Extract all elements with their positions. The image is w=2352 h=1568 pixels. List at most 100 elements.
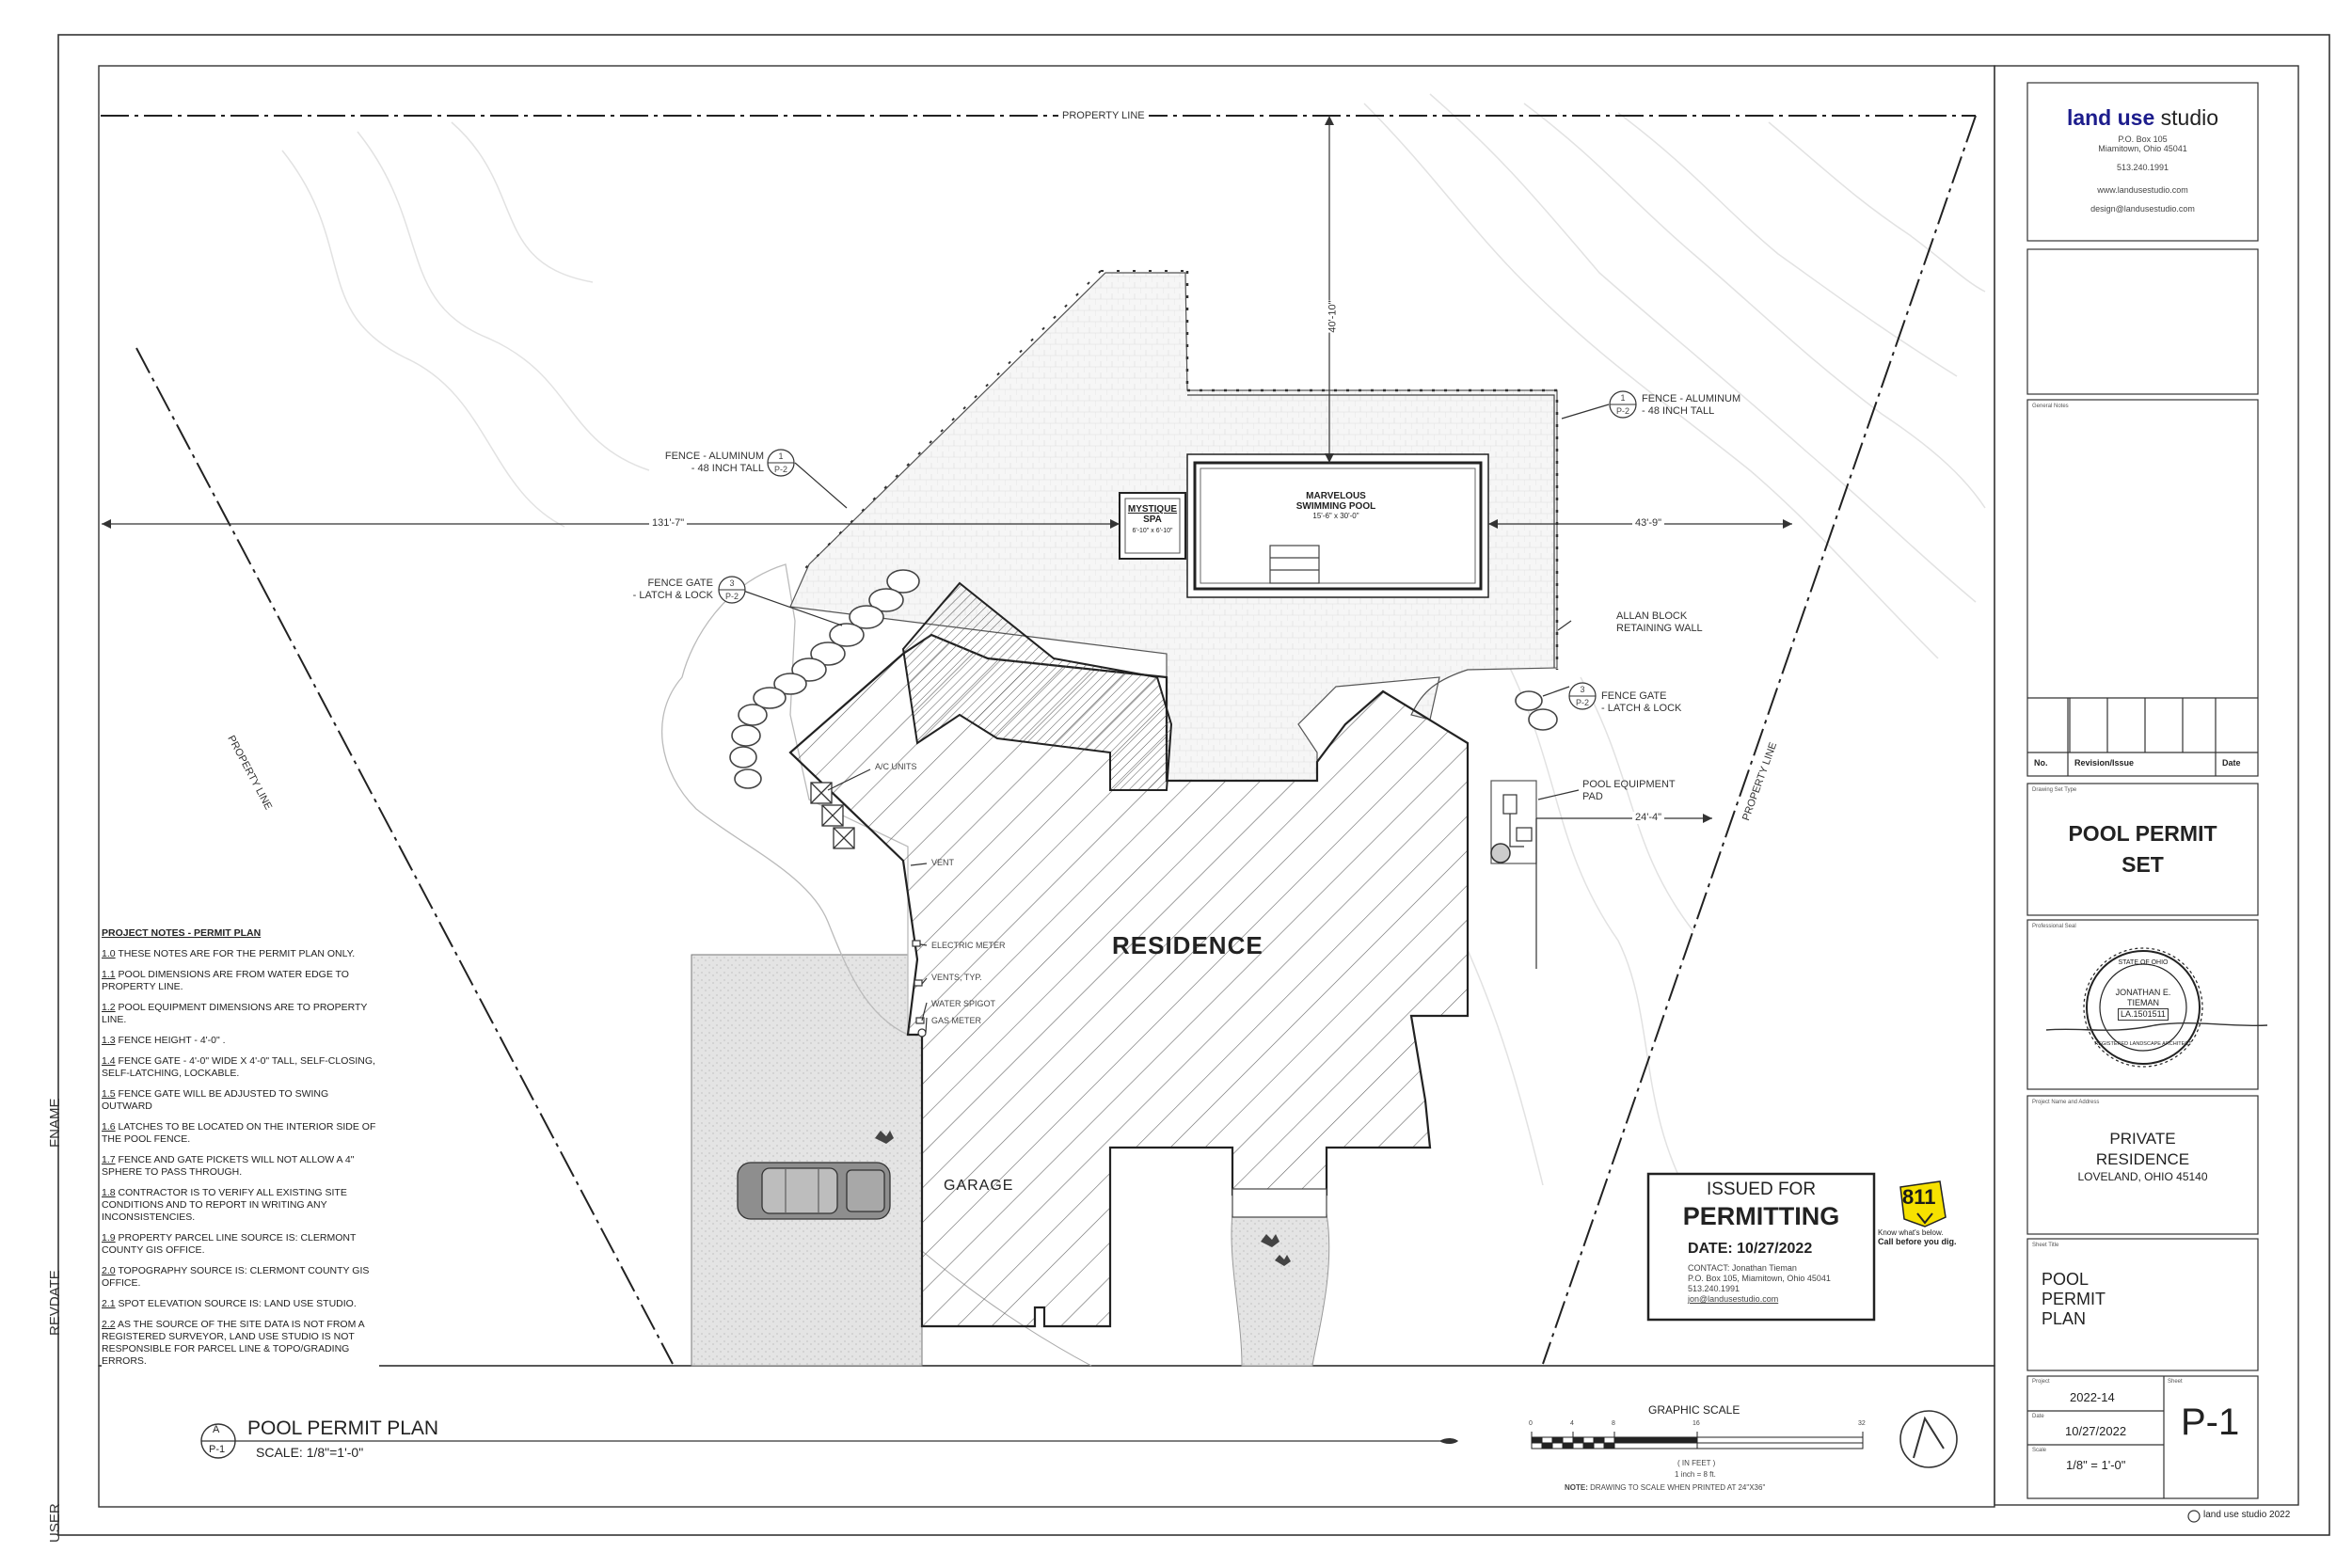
sheet-title: POOL PERMIT PLAN	[2042, 1270, 2106, 1328]
spa-label: MYSTIQUE SPA 6'-10" x 6'-10"	[1127, 504, 1178, 534]
note-text: POOL DIMENSIONS ARE FROM WATER EDGE TO P…	[102, 969, 349, 992]
note-item-1-5: 1.5 FENCE GATE WILL BE ADJUSTED TO SWING…	[102, 1088, 379, 1113]
note-number: 1.6	[102, 1121, 116, 1132]
garage-label: GARAGE	[944, 1178, 1014, 1194]
professional-seal: JONATHAN E. TIEMAN LA.1501511	[2115, 988, 2171, 1021]
note-text: FENCE GATE - 4'-0" WIDE X 4'-0" TALL, SE…	[102, 1055, 375, 1079]
note-item-1-4: 1.4 FENCE GATE - 4'-0" WIDE X 4'-0" TALL…	[102, 1055, 379, 1080]
copyright: land use studio 2022	[2203, 1510, 2291, 1520]
project-number: 2022-14	[2070, 1390, 2115, 1404]
note-number: 1.8	[102, 1187, 116, 1198]
note-text: LATCHES TO BE LOCATED ON THE INTERIOR SI…	[102, 1121, 376, 1145]
gas-meter-label: GAS METER	[931, 1016, 982, 1025]
note-number: 1.1	[102, 969, 116, 980]
dimension-equipment: 24'-4"	[1632, 812, 1665, 824]
gate-right-tag: 3 P-2	[1575, 685, 1589, 707]
scale-unit: ( IN FEET )	[1677, 1459, 1716, 1467]
note-number: 1.4	[102, 1055, 116, 1067]
drawing-set-label: Drawing Set Type	[2032, 787, 2077, 793]
note-item-1-8: 1.8 CONTRACTOR IS TO VERIFY ALL EXISTING…	[102, 1187, 379, 1224]
issue-date: 10/27/2022	[2065, 1424, 2127, 1438]
ac-units-label: A/C UNITS	[875, 762, 917, 771]
water-spigot-label: WATER SPIGOT	[931, 999, 996, 1008]
scale-label: Scale	[2032, 1448, 2047, 1453]
plan-title-letter: A	[213, 1424, 220, 1435]
sheet-label: Sheet	[2168, 1379, 2183, 1385]
firm-name: land use studio	[2066, 105, 2219, 130]
notes-list: 1.0 THESE NOTES ARE FOR THE PERMIT PLAN …	[102, 948, 379, 1368]
fence-left-tag: 1 P-2	[773, 451, 787, 474]
note-text: POOL EQUIPMENT DIMENSIONS ARE TO PROPERT…	[102, 1002, 368, 1025]
note-item-1-9: 1.9 PROPERTY PARCEL LINE SOURCE IS: CLER…	[102, 1232, 379, 1257]
gate-right-label: FENCE GATE - LATCH & LOCK	[1601, 690, 1682, 714]
project-name: PRIVATE RESIDENCE LOVELAND, OHIO 45140	[2077, 1130, 2208, 1183]
note-item-1-6: 1.6 LATCHES TO BE LOCATED ON THE INTERIO…	[102, 1121, 379, 1146]
equipment-pad-label: POOL EQUIPMENT PAD	[1582, 779, 1676, 802]
electric-meter-label: ELECTRIC METER	[931, 941, 1006, 950]
scale-tick-4: 4	[1570, 1420, 1574, 1427]
gate-left-label: FENCE GATE - LATCH & LOCK	[632, 578, 713, 601]
revision-issue-header: Revision/Issue	[2074, 758, 2135, 768]
note-number: 1.5	[102, 1088, 116, 1100]
drawing-set-type: POOL PERMIT SET	[2068, 821, 2217, 877]
note-item-1-1: 1.1 POOL DIMENSIONS ARE FROM WATER EDGE …	[102, 969, 379, 993]
note-text: SPOT ELEVATION SOURCE IS: LAND USE STUDI…	[115, 1298, 357, 1309]
plan-title-sheet: P-1	[209, 1444, 226, 1455]
vents-typ-label: VENTS, TYP.	[931, 973, 982, 982]
gate-left-tag: 3 P-2	[724, 578, 739, 601]
project-name-label: Project Name and Address	[2032, 1100, 2100, 1105]
plan-scale: SCALE: 1/8"=1'-0"	[256, 1445, 364, 1460]
note-text: FENCE HEIGHT - 4'-0" .	[115, 1035, 226, 1046]
scale-tick-8: 8	[1612, 1420, 1615, 1427]
fname-label: FNAME	[47, 1098, 63, 1148]
note-item-2-2: 2.2 AS THE SOURCE OF THE SITE DATA IS NO…	[102, 1319, 379, 1368]
sheet-number: P-1	[2181, 1402, 2240, 1443]
note-item-1-3: 1.3 FENCE HEIGHT - 4'-0" .	[102, 1035, 379, 1047]
note-item-1-0: 1.0 THESE NOTES ARE FOR THE PERMIT PLAN …	[102, 948, 379, 960]
note-text: FENCE GATE WILL BE ADJUSTED TO SWING OUT…	[102, 1088, 329, 1112]
scale-tick-0: 0	[1529, 1420, 1533, 1427]
fence-right-tag: 1 P-2	[1615, 393, 1629, 416]
scale-ratio: 1 inch = 8 ft.	[1675, 1470, 1716, 1479]
note-number: 1.2	[102, 1002, 116, 1013]
notes-heading: PROJECT NOTES - PERMIT PLAN	[102, 927, 262, 939]
sheet-title-label: Sheet Title	[2032, 1243, 2059, 1248]
general-notes-label: General Notes	[2032, 404, 2069, 409]
note-item-2-1: 2.1 SPOT ELEVATION SOURCE IS: LAND USE S…	[102, 1298, 379, 1310]
fence-right-label: FENCE - ALUMINUM - 48 INCH TALL	[1642, 393, 1741, 417]
project-number-label: Project	[2032, 1379, 2050, 1385]
note-number: 1.0	[102, 948, 116, 959]
vent-label: VENT	[931, 858, 955, 867]
revdate-label: REVDATE	[47, 1270, 63, 1336]
graphic-scale-title: GRAPHIC SCALE	[1648, 1403, 1740, 1417]
property-line-label: PROPERTY LINE	[1058, 110, 1149, 122]
note-item-1-7: 1.7 FENCE AND GATE PICKETS WILL NOT ALLO…	[102, 1154, 379, 1179]
note-text: THESE NOTES ARE FOR THE PERMIT PLAN ONLY…	[115, 948, 356, 959]
seal-ring-bottom: REGISTERED LANDSCAPE ARCHITECT	[2094, 1041, 2192, 1047]
dimension-left: 131'-7"	[649, 517, 688, 530]
scale-note: NOTE: DRAWING TO SCALE WHEN PRINTED AT 2…	[1565, 1483, 1766, 1492]
note-number: 1.3	[102, 1035, 116, 1046]
pool-label: MARVELOUS SWIMMING POOL 15'-6" x 30'-0"	[1295, 491, 1376, 520]
scale-tick-16: 16	[1692, 1420, 1700, 1427]
seal-label: Professional Seal	[2032, 924, 2076, 929]
dimension-top: 40'-10"	[1327, 300, 1340, 333]
note-text: AS THE SOURCE OF THE SITE DATA IS NOT FR…	[102, 1319, 365, 1367]
note-number: 1.9	[102, 1232, 116, 1243]
retaining-wall-label: ALLAN BLOCK RETAINING WALL	[1616, 610, 1703, 634]
fence-left-label: FENCE - ALUMINUM - 48 INCH TALL	[664, 451, 764, 474]
note-text: TOPOGRAPHY SOURCE IS: CLERMONT COUNTY GI…	[102, 1265, 370, 1289]
firm-block: land use studio P.O. Box 105 Miamitown, …	[2027, 105, 2258, 214]
call-811-logo: 811 Know what's below. Call before you d…	[1878, 1185, 1957, 1246]
note-item-2-0: 2.0 TOPOGRAPHY SOURCE IS: CLERMONT COUNT…	[102, 1265, 379, 1290]
note-item-1-2: 1.2 POOL EQUIPMENT DIMENSIONS ARE TO PRO…	[102, 1002, 379, 1026]
note-number: 2.2	[102, 1319, 116, 1330]
note-number: 2.0	[102, 1265, 116, 1276]
date-label: Date	[2032, 1414, 2044, 1419]
note-text: FENCE AND GATE PICKETS WILL NOT ALLOW A …	[102, 1154, 355, 1178]
scale-tick-32: 32	[1858, 1420, 1866, 1427]
seal-ring-top: STATE OF OHIO	[2118, 959, 2169, 966]
note-number: 2.1	[102, 1298, 116, 1309]
